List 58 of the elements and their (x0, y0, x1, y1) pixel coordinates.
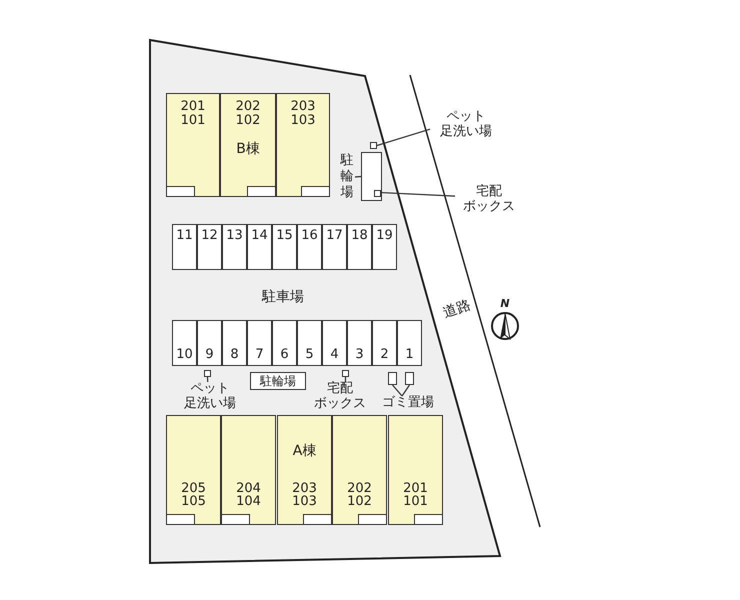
unit-block (166, 93, 220, 197)
marker-square (388, 372, 397, 385)
parking-space: 17 (322, 224, 347, 270)
parking-space: 12 (197, 224, 222, 270)
parking-space: 6 (272, 320, 297, 366)
marker-square (405, 372, 414, 385)
unit-number: 203 103 (291, 482, 318, 509)
parking-space: 7 (247, 320, 272, 366)
shelter-label: 駐輪場 (339, 153, 355, 201)
north-label: N (499, 297, 511, 310)
marker-square (374, 190, 381, 197)
parking-space: 19 (372, 224, 397, 270)
parking-space: 11 (172, 224, 197, 270)
parking-space: 8 (222, 320, 247, 366)
leader-line (380, 192, 456, 197)
leader-line (206, 376, 208, 382)
callout-label: 宅配ボックス (455, 185, 523, 222)
leader-line (392, 384, 402, 396)
parking-space: 4 (322, 320, 347, 366)
parking-space: 13 (222, 224, 247, 270)
unit-number: 202 102 (234, 100, 262, 128)
parking-space: 3 (347, 320, 372, 366)
leader-line (354, 176, 362, 178)
building-label: A棟 (292, 444, 318, 459)
marker-square (370, 142, 377, 149)
unit-number: 205 105 (180, 482, 207, 509)
unit-block (277, 415, 332, 525)
unit-number: 203 103 (290, 100, 316, 128)
parking-space: 14 (247, 224, 272, 270)
unit-number: 201 101 (402, 482, 429, 509)
parking-space: 10 (172, 320, 197, 366)
marker-square (342, 370, 349, 377)
unit-block (221, 415, 276, 525)
unit-number: 201 101 (180, 100, 206, 128)
parking-space: 5 (297, 320, 322, 366)
unit-block (332, 415, 387, 525)
parking-space: 9 (197, 320, 222, 366)
parking-space: 2 (372, 320, 397, 366)
unit-block (166, 415, 221, 525)
parking-space: 15 (272, 224, 297, 270)
leader-line (402, 384, 410, 396)
unit-block (276, 93, 330, 197)
bike-shelter (361, 152, 382, 201)
unit-block (388, 415, 443, 525)
callout-label: ペット足洗い場 (430, 110, 502, 142)
callout-label: ペット足洗い場 (172, 382, 248, 414)
leader-line (376, 128, 430, 146)
unit-block (220, 93, 276, 197)
marker-square (204, 370, 211, 377)
parking-area-label: 駐車場 (260, 288, 305, 306)
parking-space: 1 (397, 320, 422, 366)
road-label: 道路 (440, 296, 474, 324)
building-label: B棟 (235, 142, 261, 157)
parking-space: 16 (297, 224, 322, 270)
unit-number: 202 102 (346, 482, 373, 509)
parking-space: 18 (347, 224, 372, 270)
unit-number: 204 104 (235, 482, 262, 509)
facility-label: 駐輪場 (250, 372, 306, 390)
